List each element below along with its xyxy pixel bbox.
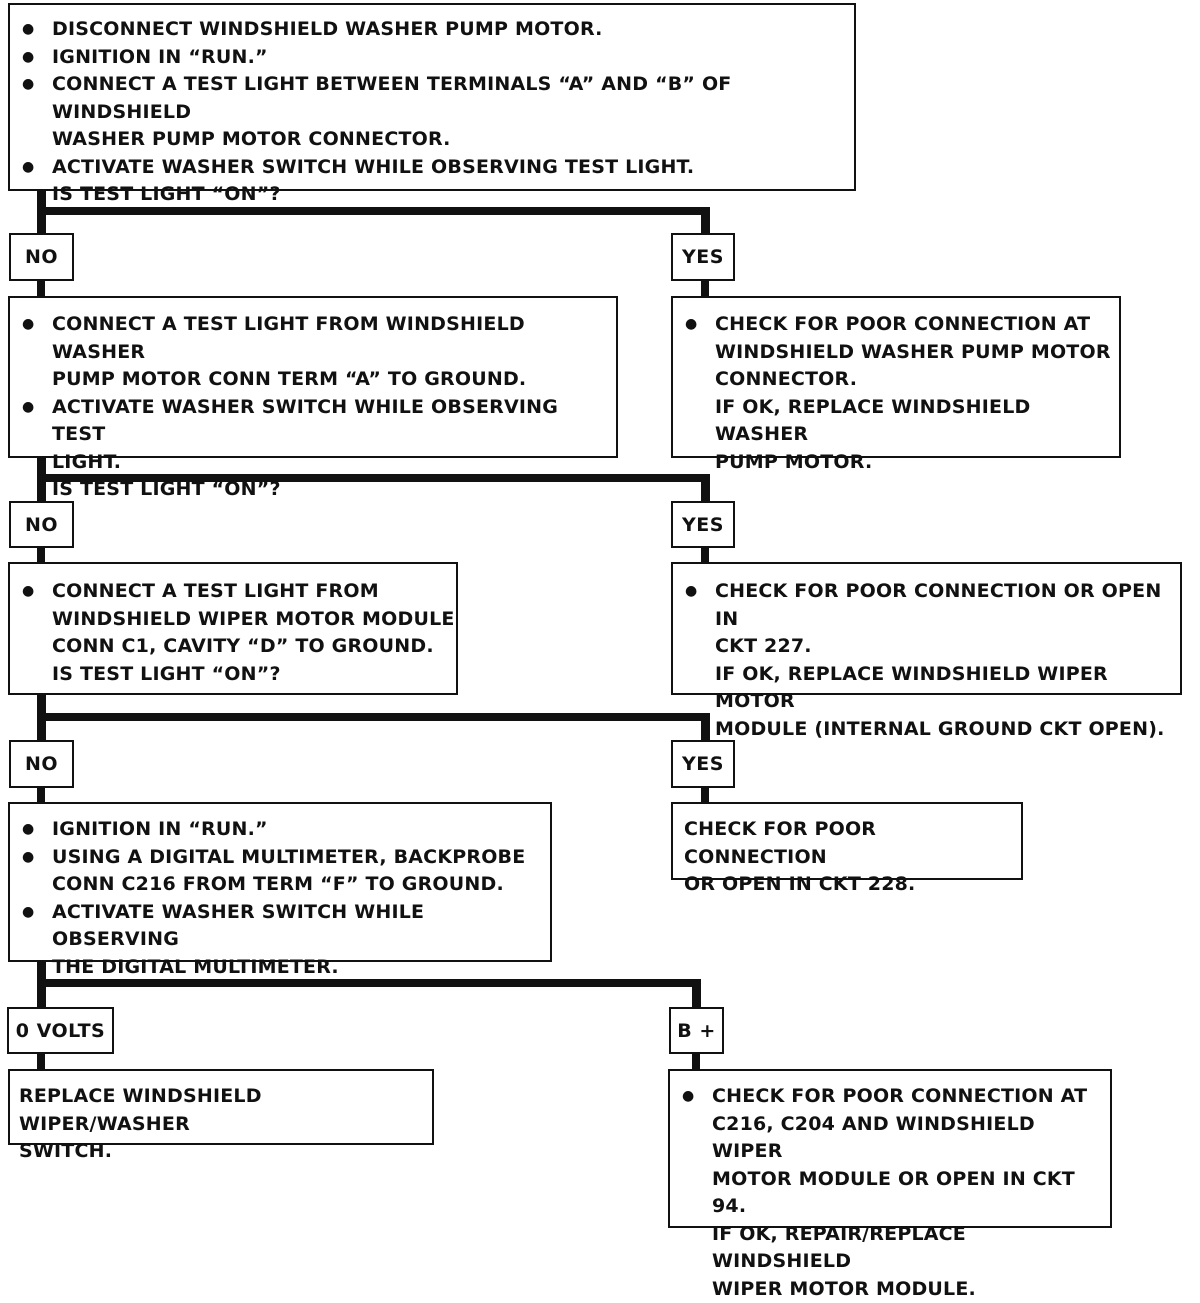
step-item: IGNITION IN “RUN.” <box>10 816 550 844</box>
step-item: CHECK FOR POOR CONNECTION AT WINDSHIELD … <box>673 311 1119 476</box>
connector-line <box>37 280 45 298</box>
yes-label: YES <box>671 233 735 281</box>
connector-line <box>692 1053 700 1071</box>
start-steps: DISCONNECT WINDSHIELD WASHER PUMP MOTOR.… <box>10 16 854 209</box>
no-label: NO <box>9 233 74 281</box>
connector-line <box>37 787 45 804</box>
step2-no-box: CONNECT A TEST LIGHT FROM WINDSHIELD WIP… <box>8 562 458 695</box>
step3-yes-box: CHECK FOR POOR CONNECTION OR OPEN IN CKT… <box>671 802 1023 895</box>
step4-right-steps: CHECK FOR POOR CONNECTION AT C216, C204 … <box>670 1083 1110 1303</box>
start-step: ACTIVATE WASHER SWITCH WHILE OBSERVING T… <box>10 154 854 209</box>
step-item: CONNECT A TEST LIGHT FROM WINDSHIELD WAS… <box>10 311 616 394</box>
connector-line <box>701 474 710 502</box>
step3-no-steps: IGNITION IN “RUN.” USING A DIGITAL MULTI… <box>10 816 550 981</box>
step-item: ACTIVATE WASHER SWITCH WHILE OBSERVING T… <box>10 899 550 982</box>
start-step: CONNECT A TEST LIGHT BETWEEN TERMINALS “… <box>10 71 854 154</box>
start-step: DISCONNECT WINDSHIELD WASHER PUMP MOTOR. <box>10 16 854 44</box>
connector-line <box>701 207 710 234</box>
step1-no-steps: CONNECT A TEST LIGHT FROM WINDSHIELD WAS… <box>10 311 616 504</box>
connector-line <box>692 979 701 1008</box>
step4-left-box: REPLACE WINDSHIELD WIPER/WASHER SWITCH. <box>8 1069 434 1162</box>
step2-yes-steps: CHECK FOR POOR CONNECTION OR OPEN IN CKT… <box>673 578 1180 743</box>
start-box: DISCONNECT WINDSHIELD WASHER PUMP MOTOR.… <box>8 3 856 205</box>
connector-line <box>701 787 709 804</box>
connector-line <box>37 207 710 215</box>
no-label: NO <box>9 501 74 548</box>
step1-no-box: CONNECT A TEST LIGHT FROM WINDSHIELD WAS… <box>8 296 618 500</box>
step4-right-box: CHECK FOR POOR CONNECTION AT C216, C204 … <box>668 1069 1112 1300</box>
yes-label: YES <box>671 501 735 548</box>
step1-yes-steps: CHECK FOR POOR CONNECTION AT WINDSHIELD … <box>673 311 1119 476</box>
connector-line <box>701 280 709 298</box>
step-item: CHECK FOR POOR CONNECTION OR OPEN IN CKT… <box>673 578 1180 743</box>
step2-yes-box: CHECK FOR POOR CONNECTION OR OPEN IN CKT… <box>671 562 1182 740</box>
step3-yes-text: CHECK FOR POOR CONNECTION OR OPEN IN CKT… <box>684 818 916 895</box>
connector-line <box>37 979 701 987</box>
no-label: NO <box>9 740 74 788</box>
zero-volts-label: 0 VOLTS <box>7 1007 114 1054</box>
connector-line <box>37 1053 45 1071</box>
step1-yes-box: CHECK FOR POOR CONNECTION AT WINDSHIELD … <box>671 296 1121 473</box>
step3-no-box: IGNITION IN “RUN.” USING A DIGITAL MULTI… <box>8 802 552 978</box>
connector-line <box>701 547 709 564</box>
step-item: ACTIVATE WASHER SWITCH WHILE OBSERVING T… <box>10 394 616 504</box>
start-step: IGNITION IN “RUN.” <box>10 44 854 72</box>
step-item: CHECK FOR POOR CONNECTION AT C216, C204 … <box>670 1083 1110 1303</box>
step-item: USING A DIGITAL MULTIMETER, BACKPROBE CO… <box>10 844 550 899</box>
connector-line <box>37 713 710 721</box>
step-item: CONNECT A TEST LIGHT FROM WINDSHIELD WIP… <box>10 578 456 688</box>
connector-line <box>37 547 45 564</box>
b-plus-label: B + <box>669 1007 724 1054</box>
step4-left-text: REPLACE WINDSHIELD WIPER/WASHER SWITCH. <box>19 1085 262 1162</box>
yes-label: YES <box>671 740 735 788</box>
step2-no-steps: CONNECT A TEST LIGHT FROM WINDSHIELD WIP… <box>10 578 456 688</box>
